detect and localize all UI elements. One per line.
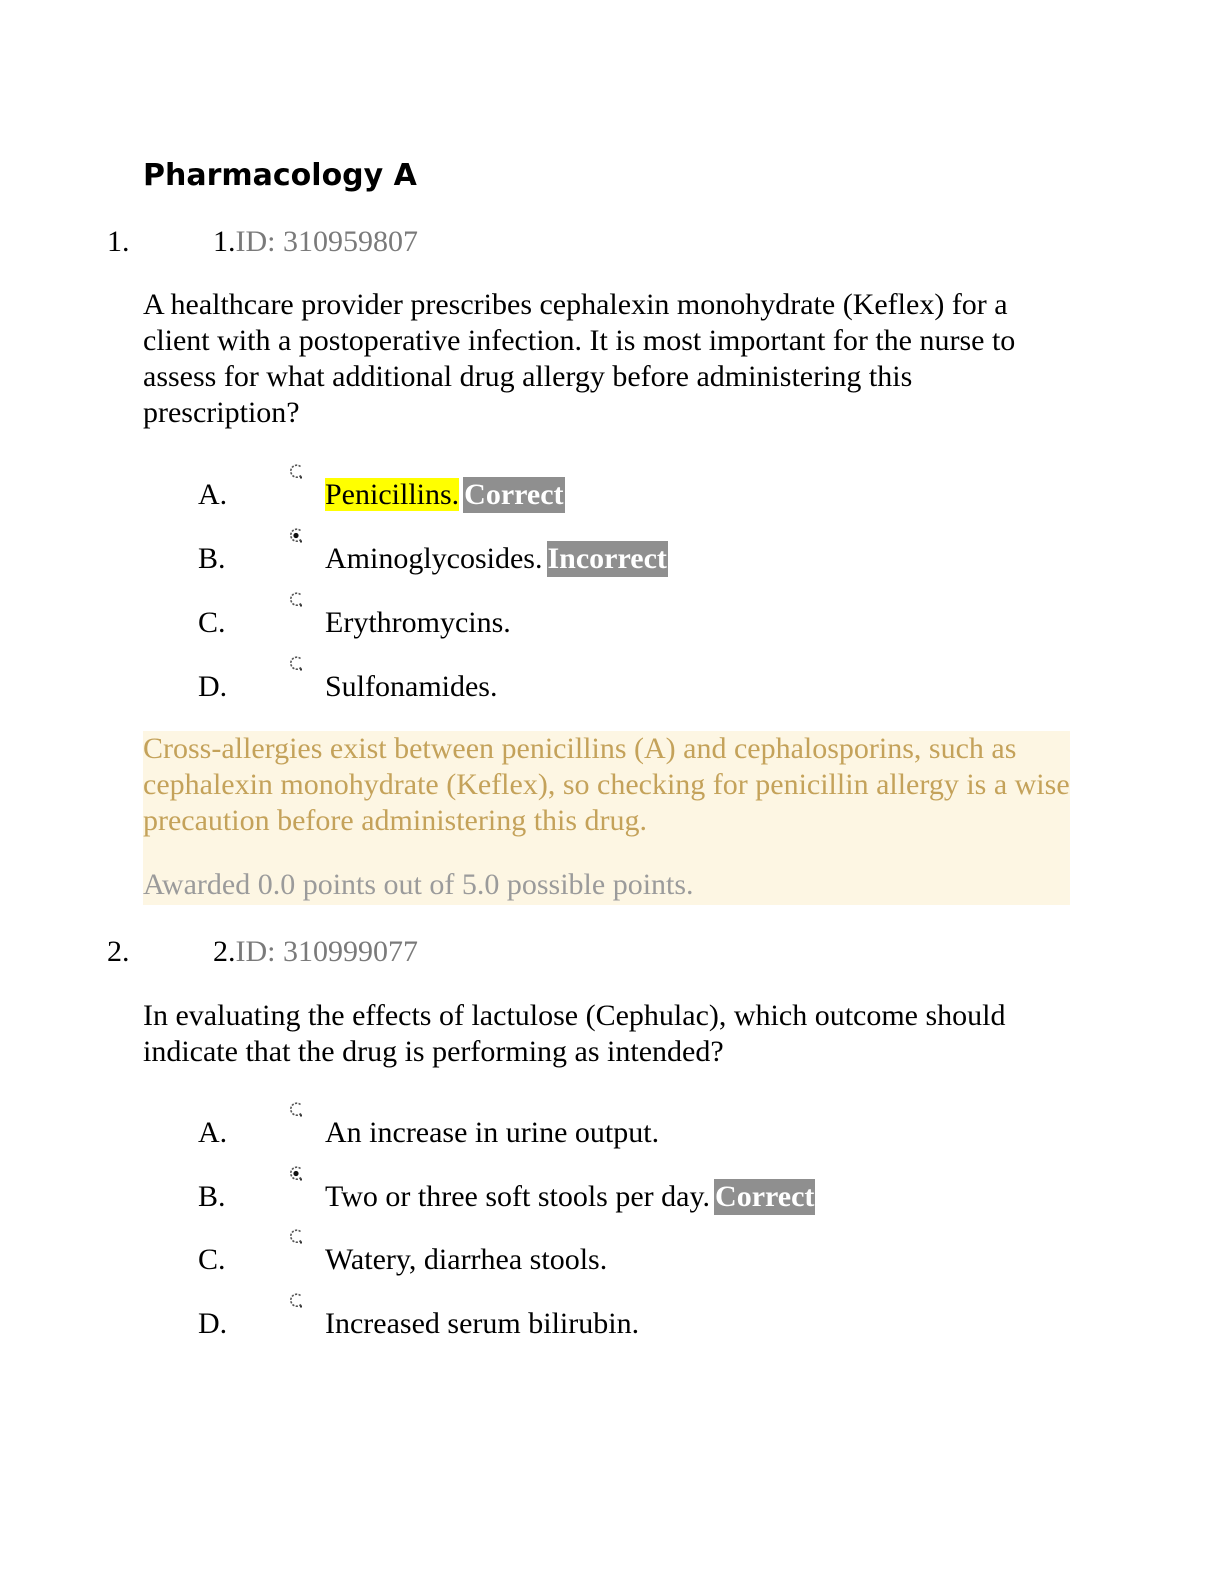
option-text: An increase in urine output. <box>325 1116 660 1149</box>
incorrect-badge: Incorrect <box>546 541 668 577</box>
answer-option-a[interactable]: A. Penicillins.Correct <box>0 464 1224 517</box>
radio-unselected-icon[interactable] <box>288 463 306 481</box>
question-id-line: 1.ID: 310959807 <box>213 220 418 264</box>
option-letter: C. <box>198 606 226 639</box>
option-text: Aminoglycosides. <box>325 542 543 575</box>
points-awarded: Awarded 0.0 points out of 5.0 possible p… <box>143 868 694 901</box>
question-1: 1. 1.ID: 310959807 <box>0 220 1224 264</box>
option-text-highlighted: Penicillins. <box>325 478 460 511</box>
question-header: 1. 1.ID: 310959807 <box>0 220 1224 264</box>
option-letter: A. <box>198 1116 228 1149</box>
question-id-line: 2.ID: 310999077 <box>213 930 418 974</box>
option-text: Increased serum bilirubin. <box>325 1307 640 1340</box>
option-text: Sulfonamides. <box>325 670 498 703</box>
option-letter: D. <box>198 1307 228 1340</box>
question-number: 2. <box>213 935 236 968</box>
option-text: Two or three soft stools per day. <box>325 1180 711 1213</box>
option-letter: C. <box>198 1243 226 1276</box>
option-letter: B. <box>198 1180 226 1213</box>
radio-unselected-icon[interactable] <box>288 1292 306 1310</box>
option-letter: D. <box>198 670 228 703</box>
radio-unselected-icon[interactable] <box>288 1101 306 1119</box>
correct-badge: Correct <box>463 477 565 513</box>
question-text: In evaluating the effects of lactulose (… <box>143 999 1006 1068</box>
question-number: 1. <box>213 225 236 258</box>
answer-option-a[interactable]: A. An increase in urine output. <box>0 1102 1224 1155</box>
option-text: Erythromycins. <box>325 606 511 639</box>
radio-unselected-icon[interactable] <box>288 655 306 673</box>
question-id: ID: 310959807 <box>235 225 419 258</box>
question-header: 2. 2.ID: 310999077 <box>0 930 1224 974</box>
question-id: ID: 310999077 <box>235 935 419 968</box>
answer-option-c[interactable]: C. Watery, diarrhea stools. <box>0 1229 1224 1282</box>
correct-badge: Correct <box>714 1179 816 1215</box>
answer-option-c[interactable]: C. Erythromycins. <box>0 592 1224 645</box>
radio-unselected-icon[interactable] <box>288 591 306 609</box>
option-letter: A. <box>198 478 228 511</box>
option-text: Watery, diarrhea stools. <box>325 1243 608 1276</box>
rationale-box: Cross-allergies exist between penicillin… <box>143 731 1070 905</box>
option-letter: B. <box>198 542 226 575</box>
answer-option-d[interactable]: D. Sulfonamides. <box>0 656 1224 709</box>
answer-option-b[interactable]: B. Two or three soft stools per day.Corr… <box>0 1166 1224 1219</box>
radio-unselected-icon[interactable] <box>288 1228 306 1246</box>
question-list-number: 1. <box>107 225 130 258</box>
radio-selected-icon[interactable] <box>288 527 306 545</box>
document-title: Pharmacology A <box>143 158 417 193</box>
question-list-number: 2. <box>107 935 130 968</box>
question-text: A healthcare provider prescribes cephale… <box>143 288 1016 429</box>
answer-option-d[interactable]: D. Increased serum bilirubin. <box>0 1293 1224 1346</box>
radio-selected-icon[interactable] <box>288 1165 306 1183</box>
rationale-text: Cross-allergies exist between penicillin… <box>143 732 1070 837</box>
answer-option-b[interactable]: B. Aminoglycosides.Incorrect <box>0 528 1224 581</box>
question-2: 2. 2.ID: 310999077 <box>0 930 1224 974</box>
